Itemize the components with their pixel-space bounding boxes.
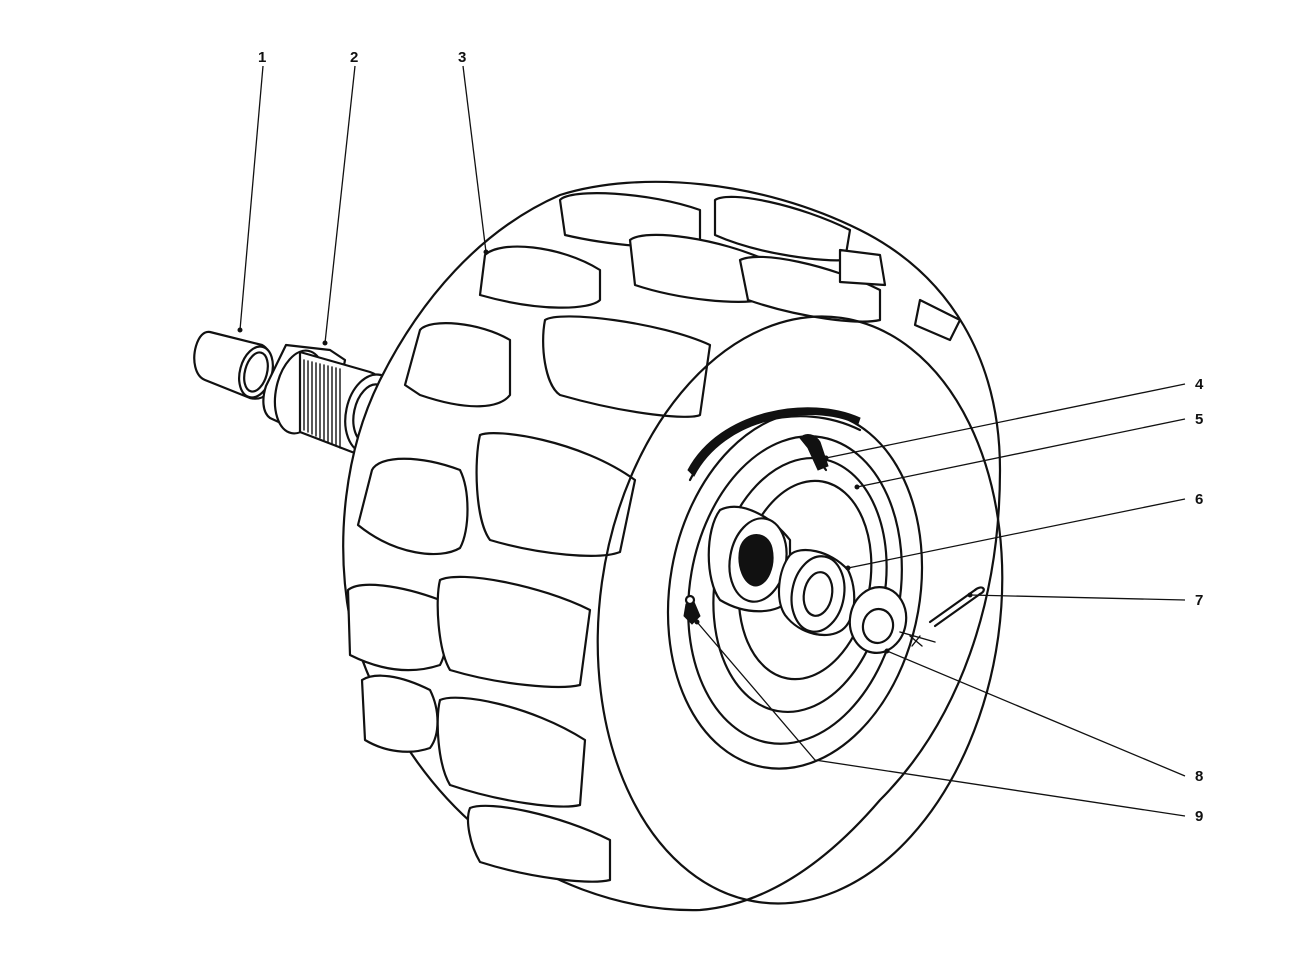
tread-lugs: [346, 192, 962, 883]
callout-4: 4: [1195, 376, 1204, 393]
part-1-sleeve: [193, 330, 274, 400]
part-8-washer: [848, 586, 936, 654]
leader-6: [847, 498, 1186, 569]
callout-2: 2: [350, 49, 358, 66]
callout-5: 5: [1195, 411, 1203, 428]
leader-5: [856, 418, 1186, 488]
leader-1: [239, 65, 264, 331]
callout-7: 7: [1195, 592, 1203, 609]
callout-6: 6: [1195, 491, 1203, 508]
leader-9: [696, 621, 1186, 817]
leader-8: [886, 650, 1186, 777]
leader-lines: [237, 65, 1186, 817]
leader-2: [324, 65, 356, 344]
part-7-split-pin: [928, 586, 985, 628]
callout-1: 1: [258, 49, 266, 66]
leader-7: [969, 594, 1186, 601]
part-3-tyre: [342, 180, 1004, 912]
part-4-valve: [799, 434, 829, 472]
leader-3: [462, 65, 487, 253]
spline-teeth: [303, 359, 341, 449]
leader-4: [825, 383, 1186, 459]
part-6-spacer: [777, 548, 856, 637]
callout-labels: 1 2 3 4 5 6 7 8 9: [258, 49, 1204, 825]
callout-3: 3: [458, 49, 466, 66]
callout-8: 8: [1195, 768, 1203, 785]
callout-9: 9: [1195, 808, 1203, 825]
